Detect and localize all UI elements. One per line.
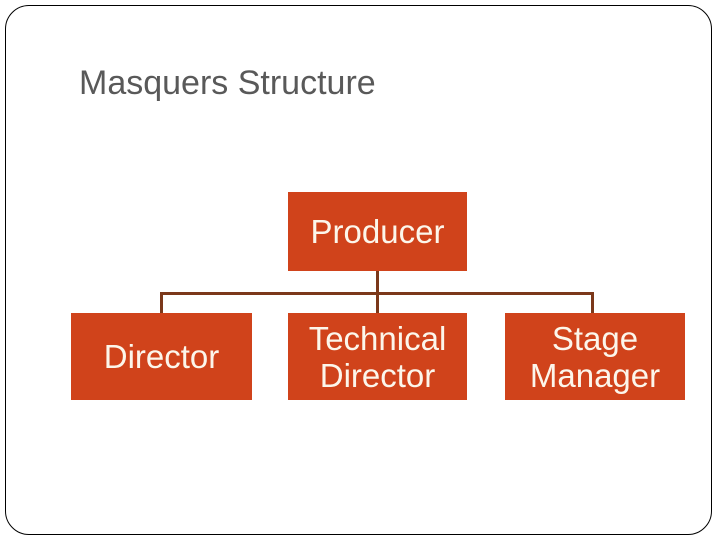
connector-drop-stage-manager <box>591 292 594 313</box>
org-node-technical-director[interactable]: Technical Director <box>288 313 467 400</box>
connector-root-stem <box>376 271 379 294</box>
page-title: Masquers Structure <box>79 64 376 102</box>
org-node-stage-manager[interactable]: Stage Manager <box>505 313 685 400</box>
connector-drop-director <box>160 292 163 313</box>
connector-drop-technical-director <box>376 292 379 313</box>
org-node-label: Director <box>103 338 220 375</box>
org-node-director[interactable]: Director <box>71 313 252 400</box>
org-node-label: Producer <box>310 213 445 250</box>
org-node-label: Technical Director <box>308 319 447 394</box>
org-node-producer[interactable]: Producer <box>288 192 467 271</box>
org-node-label: Stage Manager <box>529 319 661 394</box>
